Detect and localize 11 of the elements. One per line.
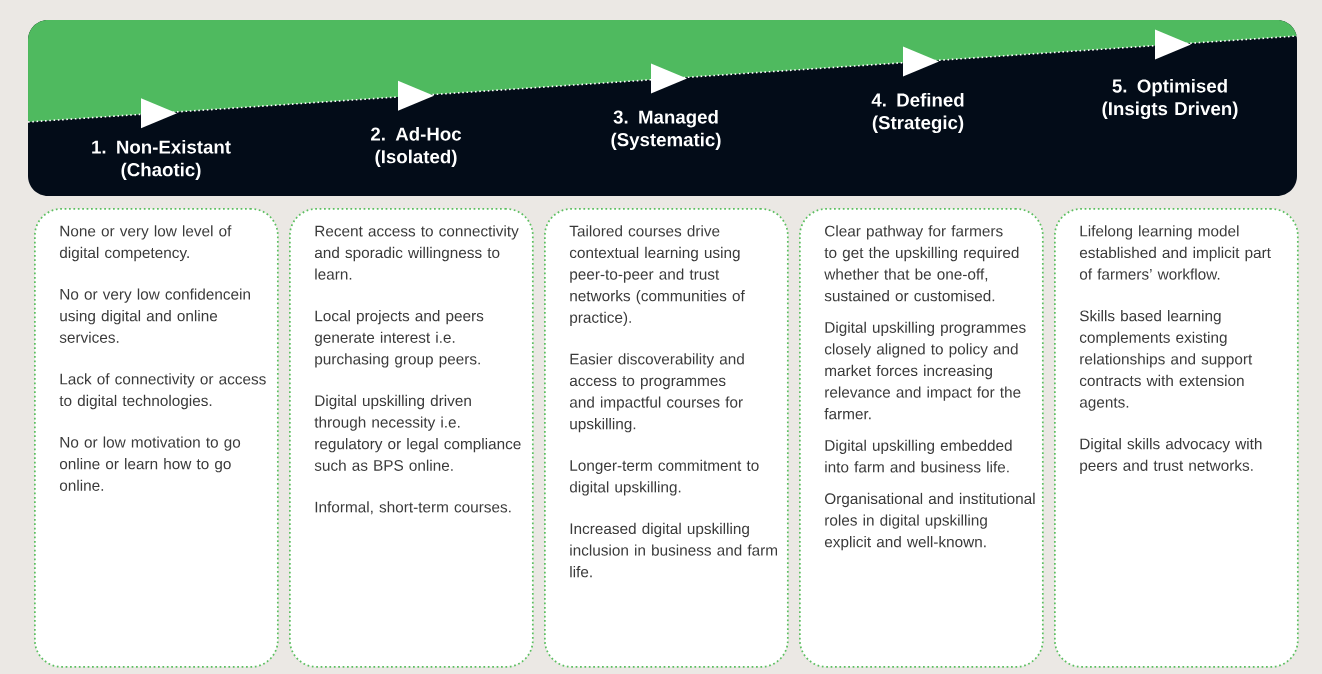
description-card: Tailored courses drive contextual learning using peer-to-peer and trust networks (communities of practice). Easier discoverability and access to programmes and impactful courses for upskilling. Longer-term commitment to digital upskilling. Increased digital upskilling inclusion in business and farm life. xyxy=(544,208,789,668)
description-card: Clear pathway for farmers to get the upskilling required whether that be one-off, sustained or customised. Digital upskilling programmes closely aligned to policy and market forces increasing relevance and impact for the farmer. Digital upskilling embedded into farm and business life. Organisational and institutional roles in digital upskilling explicit and well-known. xyxy=(799,208,1044,668)
description-card: Lifelong learning model established and implicit part of farmers’ workflow. Skills based learning complements existing relationships and support contracts with extension agents. Digital skills advocacy with peers and trust networks. xyxy=(1054,208,1299,668)
stage-heading: 2. Ad-Hoc (Isolated) xyxy=(371,126,462,167)
stage-band xyxy=(27,20,1298,196)
stage-heading: 1. Non-Existant (Chaotic) xyxy=(92,139,231,180)
stage-heading: 3. Managed (Systematic) xyxy=(611,109,721,150)
description-card: Recent access to connectivity and sporadic willingness to learn. Local projects and peers generate interest i.e. purchasing group peers. Digital upskilling driven through necessity i.e. regulatory or legal compliance such as BPS online. Informal, short-term courses. xyxy=(289,208,534,668)
description-card: None or very low level of digital competency. No or very low confidencein using digital and online services. Lack of connectivity or access to digital technologies. No or low motivation to go online or learn how to go online. xyxy=(34,208,279,668)
stage-heading: 5. Optimised (Insigts Driven) xyxy=(1102,78,1238,120)
stage-heading: 4. Defined (Strategic) xyxy=(871,92,964,134)
